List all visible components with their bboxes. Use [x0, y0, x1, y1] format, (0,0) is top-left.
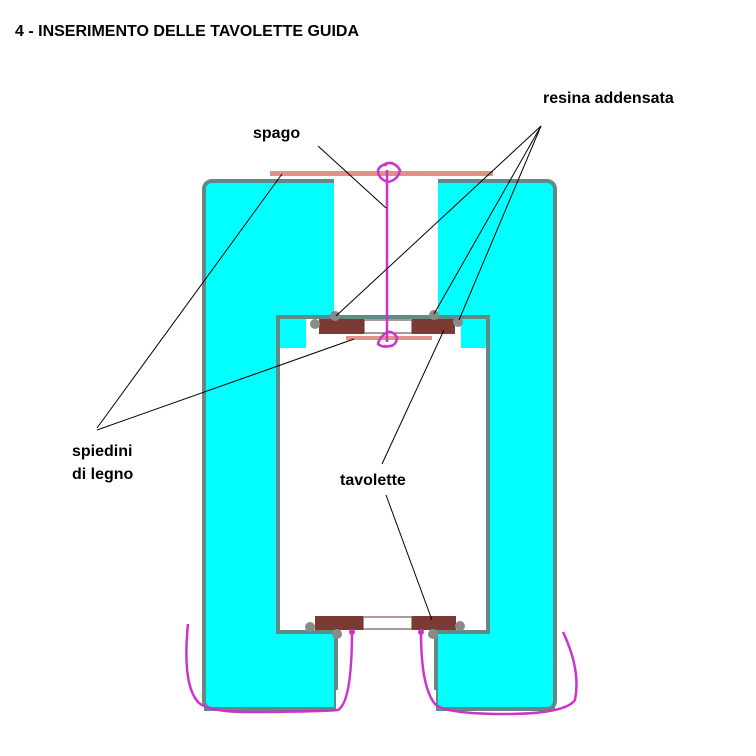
label-spiedini-1: spiedini: [72, 443, 133, 460]
cavity-corner-right: [461, 319, 486, 348]
string: [185, 161, 578, 716]
label-spago: spago: [253, 125, 301, 142]
label-spiedini-2: di legno: [72, 466, 134, 483]
page-title: 4 - INSERIMENTO DELLE TAVOLETTE GUIDA: [15, 23, 360, 40]
label-resina: resina addensata: [543, 90, 674, 107]
tablet-top-left: [319, 319, 364, 334]
cavity-corner-left: [280, 319, 306, 348]
tablet-bottom-right: [412, 616, 456, 630]
skewer-top: [270, 171, 493, 176]
tablet-bottom-left: [315, 616, 363, 630]
leader-lines: [96, 125, 542, 621]
tablet-top-right: [412, 319, 455, 334]
label-tavolette: tavolette: [340, 472, 406, 489]
tablet-bottom-gap: [362, 616, 413, 630]
inner-cavity: [276, 315, 490, 634]
resin-blobs: [305, 310, 465, 639]
skewer-inner: [346, 336, 432, 340]
